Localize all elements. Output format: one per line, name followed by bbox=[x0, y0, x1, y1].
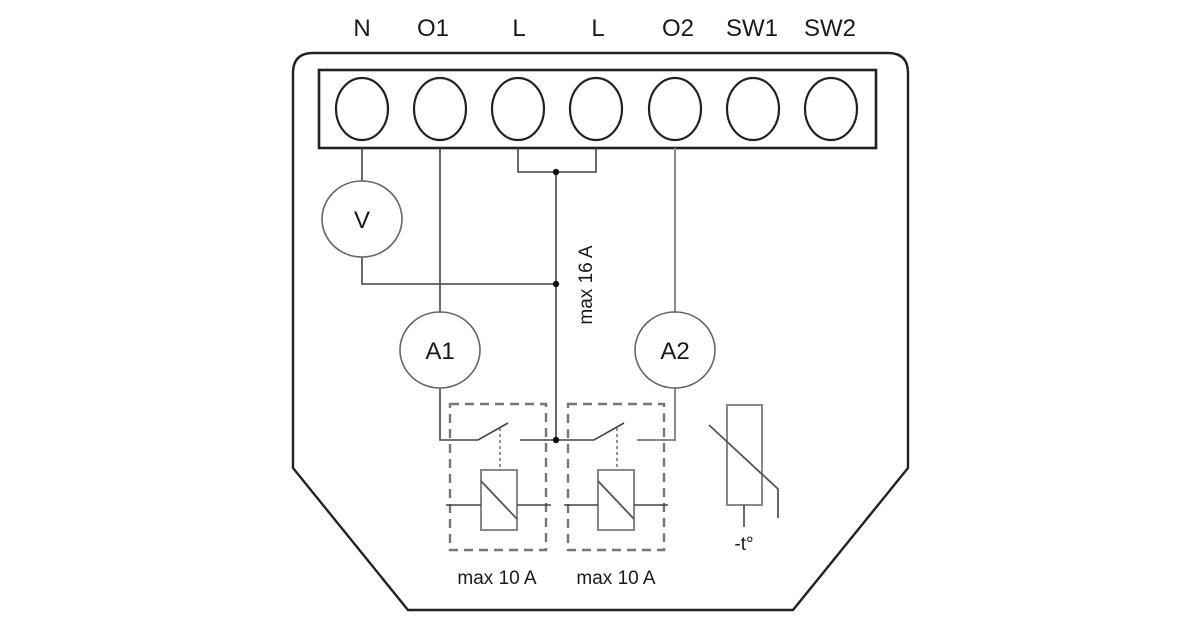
terminal-screw-l2 bbox=[568, 76, 624, 142]
terminal-screw-n bbox=[334, 76, 390, 142]
voltmeter-circle bbox=[321, 180, 403, 258]
junction-dot bbox=[552, 168, 560, 176]
relay-1 bbox=[446, 402, 551, 552]
terminal-label-l1: L bbox=[512, 15, 525, 42]
relay-1-max-current-label: max 10 A bbox=[457, 568, 537, 589]
terminal-label-n: N bbox=[353, 15, 370, 42]
relay-2-max-current-label: max 10 A bbox=[576, 568, 656, 589]
terminal-label-sw2: SW2 bbox=[804, 15, 856, 42]
max-common-current-label: max 16 A bbox=[576, 245, 597, 325]
terminal-label-l2: L bbox=[591, 15, 604, 42]
ammeter-1-circle bbox=[399, 311, 481, 389]
thermistor-icon bbox=[708, 404, 779, 527]
wires bbox=[361, 148, 676, 441]
junction-dot bbox=[552, 436, 560, 444]
terminal-block bbox=[317, 68, 878, 150]
terminal-label-sw1: SW1 bbox=[726, 15, 778, 42]
ammeter-2-label: A2 bbox=[660, 338, 689, 365]
terminal-screw-sw2 bbox=[803, 76, 859, 142]
device-outline bbox=[291, 51, 910, 612]
terminal-screw-o2 bbox=[647, 76, 703, 142]
relay-2 bbox=[564, 402, 668, 552]
terminal-screw-o1 bbox=[412, 76, 468, 142]
terminal-screw-l1 bbox=[490, 76, 546, 142]
terminal-label-o1: O1 bbox=[417, 15, 449, 42]
ammeter-1-label: A1 bbox=[425, 338, 454, 365]
ammeter-2-circle bbox=[634, 311, 716, 389]
junction-dot bbox=[552, 280, 560, 288]
voltmeter-label: V bbox=[354, 207, 370, 234]
terminal-label-o2: O2 bbox=[662, 15, 694, 42]
terminal-screw-sw1 bbox=[725, 76, 781, 142]
thermistor-label: -t° bbox=[734, 534, 753, 555]
